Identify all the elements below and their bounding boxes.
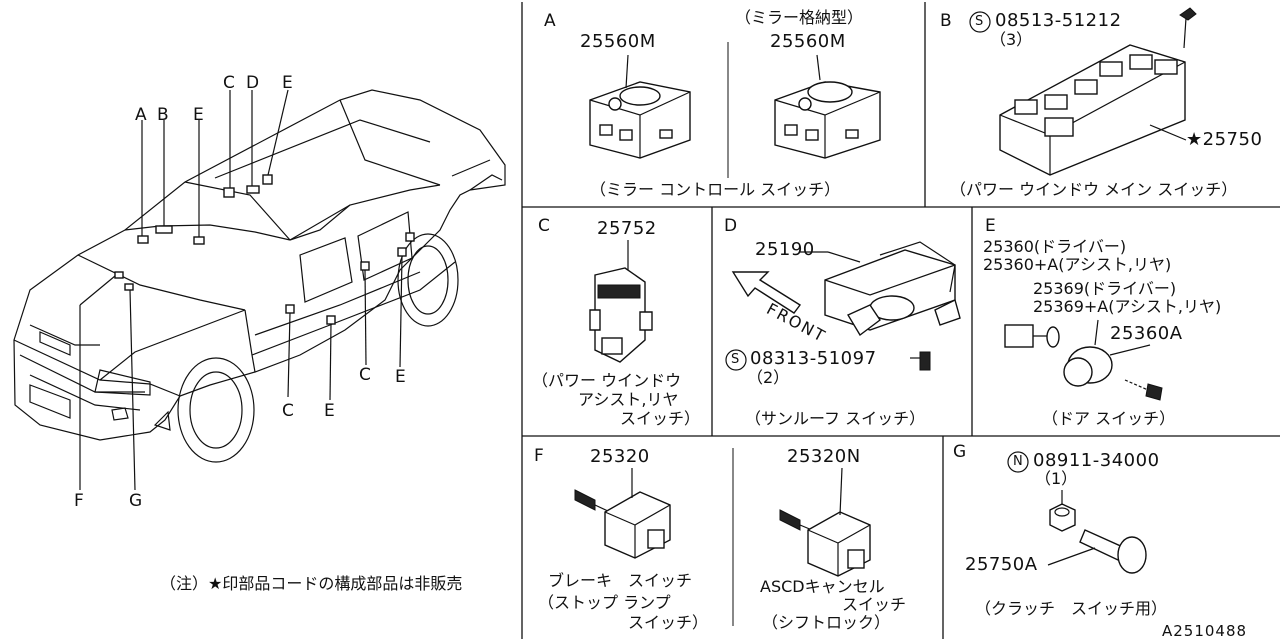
callout-a: A: [135, 105, 147, 125]
panel-a-letter: A: [544, 11, 556, 31]
clutch-switch-parts: [1047, 490, 1147, 574]
panel-a-part-left: 25560M: [580, 31, 656, 52]
callout-e3: E: [395, 367, 406, 387]
panel-e-line-1: 25360(ドライバー): [983, 237, 1127, 256]
panel-g-part: 25750A: [965, 554, 1038, 575]
panel-b-screw-symbol: S: [975, 14, 984, 29]
power-window-main-switch: [999, 7, 1197, 176]
panel-b-screw-code: 08513-51212: [995, 10, 1122, 31]
panel-g-letter: G: [953, 442, 967, 462]
panel-f-caption-right-2: スイッチ: [842, 595, 907, 614]
panel-f-caption-left-3: スイッチ）: [628, 613, 709, 632]
callout-c1: C: [223, 73, 235, 93]
car-illustration: [13, 89, 506, 491]
note-text: （注）★印部品コードの構成部品は非販売: [160, 574, 463, 593]
panel-c-caption-3: スイッチ）: [620, 409, 701, 428]
panel-e-line-2: 25360+A(アシスト,リヤ): [983, 255, 1172, 274]
callout-d: D: [246, 73, 260, 93]
callout-c3: C: [359, 365, 371, 385]
panel-e-line-4: 25369+A(アシスト,リヤ): [1033, 297, 1222, 316]
ascd-cancel-switch: [779, 467, 871, 577]
door-switch: [1004, 319, 1163, 401]
panel-grid: [521, 2, 1280, 639]
panel-c-caption-2: アシスト,リヤ: [578, 390, 679, 409]
panel-f-caption-right-3: （シフトロック）: [762, 613, 891, 632]
panel-f-caption-right-1: ASCDキャンセル: [760, 577, 885, 596]
panel-d-screw-qty: （2）: [747, 368, 790, 387]
panel-a-caption: （ミラー コントロール スイッチ）: [590, 180, 841, 199]
panel-c-caption-1: （パワー ウインドウ: [532, 371, 682, 390]
callout-f: F: [74, 491, 84, 511]
panel-f-letter: F: [534, 446, 544, 466]
panel-a-variant-caption: （ミラー格納型）: [735, 8, 864, 27]
panel-b-caption: （パワー ウインドウ メイン スイッチ）: [950, 180, 1238, 199]
callout-e-top: E: [282, 73, 293, 93]
power-window-assist-switch: [589, 240, 653, 363]
panel-b-letter: B: [940, 11, 952, 31]
diagram-code: A2510488: [1162, 622, 1248, 640]
sunroof-switch: [731, 241, 961, 371]
panel-e-letter: E: [985, 216, 996, 236]
callout-e1: E: [193, 105, 204, 125]
panel-d-letter: D: [724, 216, 738, 236]
callout-b: B: [157, 105, 169, 125]
callout-g: G: [129, 491, 143, 511]
panel-f-part-right: 25320N: [787, 446, 861, 467]
panel-f-part-left: 25320: [590, 446, 650, 467]
panel-e-line-3: 25369(ドライバー): [1033, 279, 1177, 298]
panel-e-part-a: 25360A: [1110, 323, 1183, 344]
panel-d-screw-symbol: S: [731, 352, 740, 367]
panel-g-nut-code: 08911-34000: [1033, 450, 1160, 471]
panel-c-part: 25752: [597, 218, 657, 239]
panel-c-letter: C: [538, 216, 550, 236]
panel-a-part-right: 25560M: [770, 31, 846, 52]
panel-e-caption: （ドア スイッチ）: [1042, 409, 1176, 428]
panel-d-part: 25190: [755, 239, 815, 260]
panel-d-screw-code: 08313-51097: [750, 348, 877, 369]
mirror-switch-right: [774, 54, 881, 159]
panel-f-caption-left-1: ブレーキ スイッチ: [548, 571, 693, 590]
panel-b-star-part: ★25750: [1186, 129, 1263, 150]
panel-g-nut-qty: （1）: [1035, 469, 1078, 488]
callout-e2: E: [324, 401, 335, 421]
callout-c2: C: [282, 401, 294, 421]
panel-g-nut-symbol: N: [1013, 454, 1023, 469]
brake-switch: [574, 468, 671, 559]
panel-b-screw-qty: （3）: [990, 30, 1033, 49]
panel-g-caption: （クラッチ スイッチ用）: [975, 599, 1168, 618]
panel-d-caption: （サンルーフ スイッチ）: [745, 409, 926, 428]
mirror-switch-left: [589, 54, 691, 159]
panel-f-caption-left-2: （ストップ ランプ: [538, 593, 671, 612]
